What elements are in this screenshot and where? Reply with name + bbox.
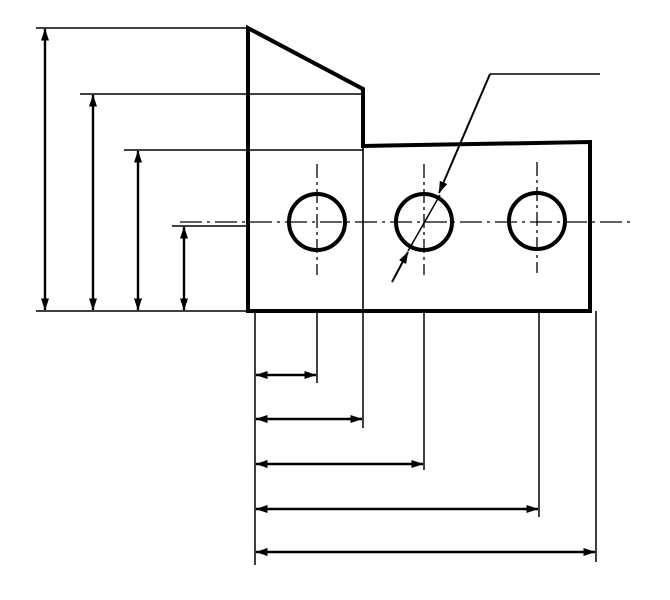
callout-diameter-line — [407, 194, 441, 252]
hole-diameter-callout — [391, 73, 600, 283]
callout-diameter-tail — [391, 251, 409, 283]
horizontal-dimensions — [255, 371, 596, 556]
callout-leader — [438, 73, 491, 194]
part-outline — [246, 24, 592, 313]
horizontal-extension-lines — [254, 311, 597, 565]
holes — [287, 162, 567, 275]
vertical-dimensions — [36, 27, 363, 312]
part-outline-path — [246, 24, 592, 313]
